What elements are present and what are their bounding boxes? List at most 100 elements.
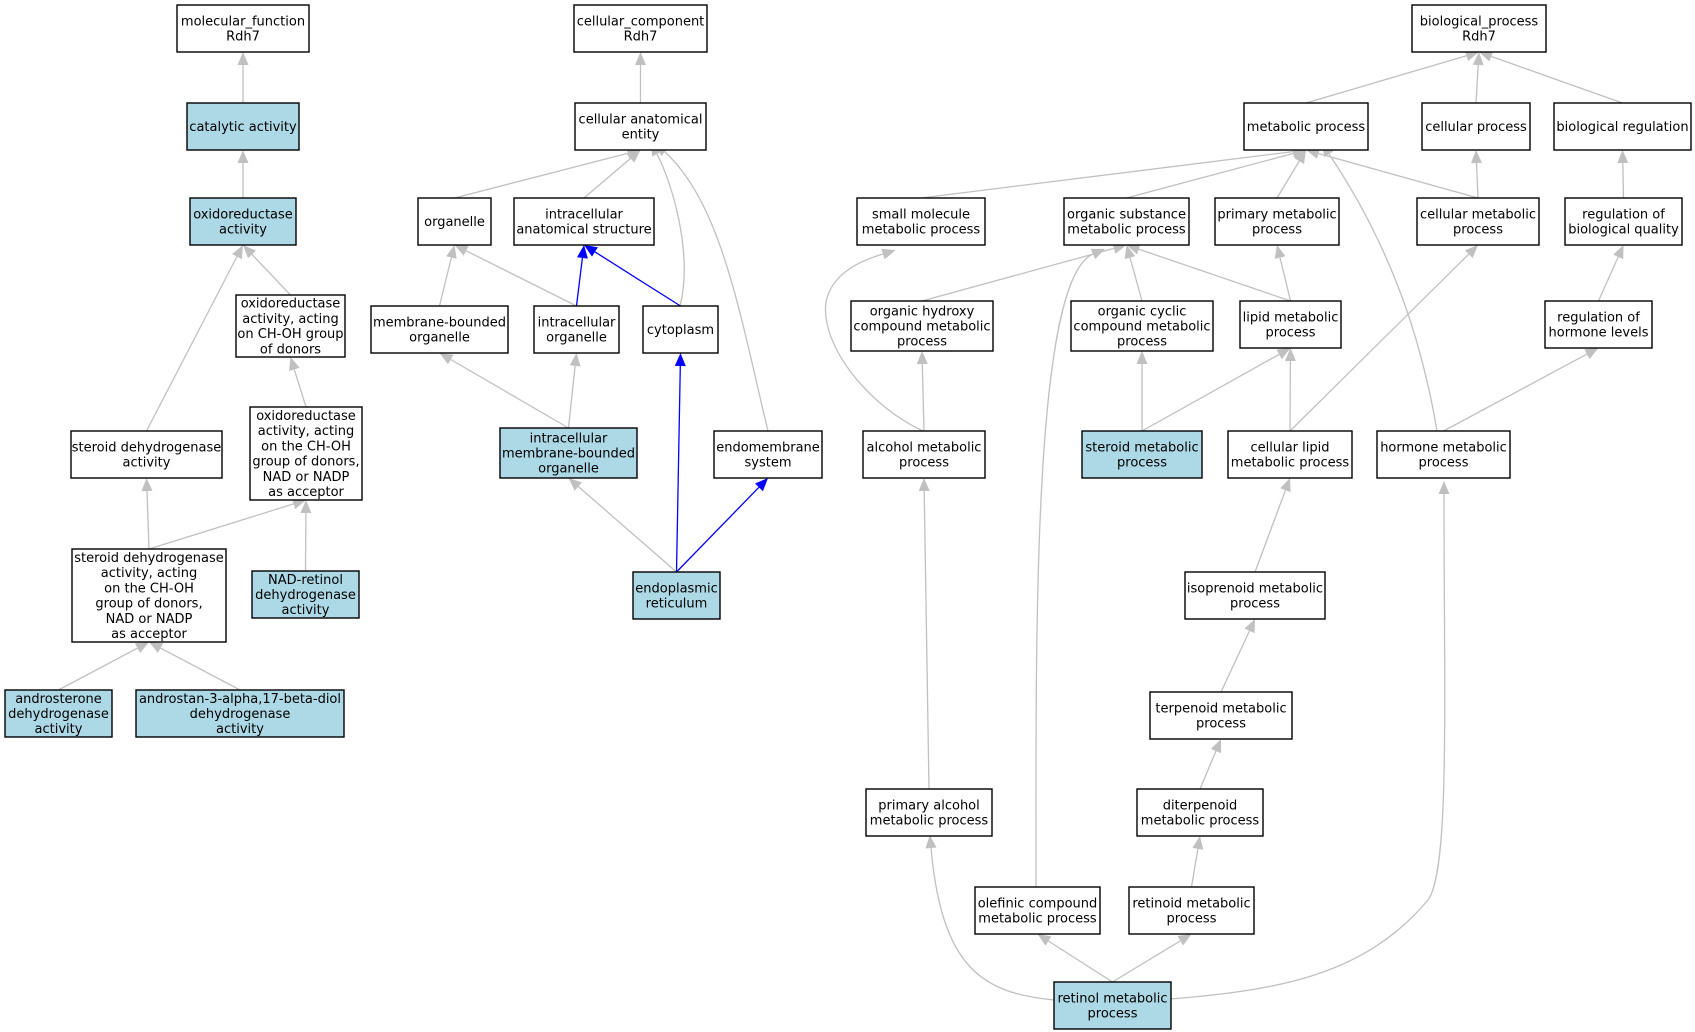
node-label-line: NAD-retinol [268,573,343,588]
node-cellular-proc[interactable]: cellular process [1421,102,1531,151]
arrowhead [1617,150,1629,164]
arrowhead [925,835,937,849]
arrowhead [1274,245,1286,259]
node-box [186,102,300,151]
arrowhead [1284,348,1296,361]
edge-cell-lipid-to-cell-met [1289,245,1478,432]
node-label-line: androsterone [15,692,102,707]
node-bio-reg[interactable]: biological regulation [1553,102,1692,151]
edge-line [676,486,760,573]
edge-line [1199,750,1217,790]
node-organelle[interactable]: organelle [417,197,492,246]
node-label-line: of donors [260,342,321,357]
node-label-line: process [1453,223,1503,238]
node-label-line: NAD or NADP [106,612,193,627]
node-label-line: intracellular [538,315,616,330]
edge-line [656,153,685,307]
arrowhead [627,150,641,163]
node-label-line: Rdh7 [226,30,260,45]
edge-cell-met-to-metabolic [1306,148,1479,199]
node-label-line: regulation of [1557,310,1640,325]
edge-line [438,257,453,307]
edge-steroid-dh-to-oxidoreductase [145,245,243,432]
node-label-line: membrane-bounded [502,447,635,462]
edge-olefinic-to-org-sub [1035,248,1105,888]
node-box [1544,300,1653,349]
node-label-line: endomembrane [716,440,820,455]
edge-line [921,247,1115,302]
node-box [251,570,360,619]
node-label-line: activity [216,722,264,737]
edge-oxidoreductase-to-catalytic [237,150,249,198]
node-label-line: oxidoreductase [193,207,293,222]
edge-retinoid-to-diterpenoid [1190,836,1204,888]
edge-diterpenoid-to-terpenoid [1199,739,1221,790]
node-label-line: organelle [424,215,485,230]
node-box [850,300,994,352]
edge-line [293,369,307,408]
node-label-line: as acceptor [111,627,187,642]
edge-line [824,253,924,432]
edge-line [1289,253,1470,432]
node-cytoplasm[interactable]: cytoplasm [642,305,719,354]
edge-bio-reg-to-bp-root [1479,51,1623,104]
arrowhead [1479,51,1494,62]
node-catalytic[interactable]: catalytic activity [186,102,300,151]
arrowhead [1037,934,1052,946]
node-box [513,197,655,246]
arrowhead [1280,478,1291,493]
node-box [1070,300,1214,352]
node-metabolic[interactable]: metabolic process [1243,102,1369,151]
arrowhead [289,357,300,371]
edge-line [1126,152,1294,199]
node-label-line: process [899,456,949,471]
edge-imbo-to-mbo [439,353,569,429]
node-androstan[interactable]: androstan-3-alpha,17-beta-dioldehydrogen… [135,689,345,738]
edge-line [1597,256,1619,302]
edge-line [921,363,925,432]
edge-line [675,365,681,573]
node-box [1081,430,1203,479]
arrowhead [916,351,928,365]
node-label-line: compound metabolic [1073,320,1210,335]
edge-hormone-met-to-reg-hormone [1443,348,1599,432]
